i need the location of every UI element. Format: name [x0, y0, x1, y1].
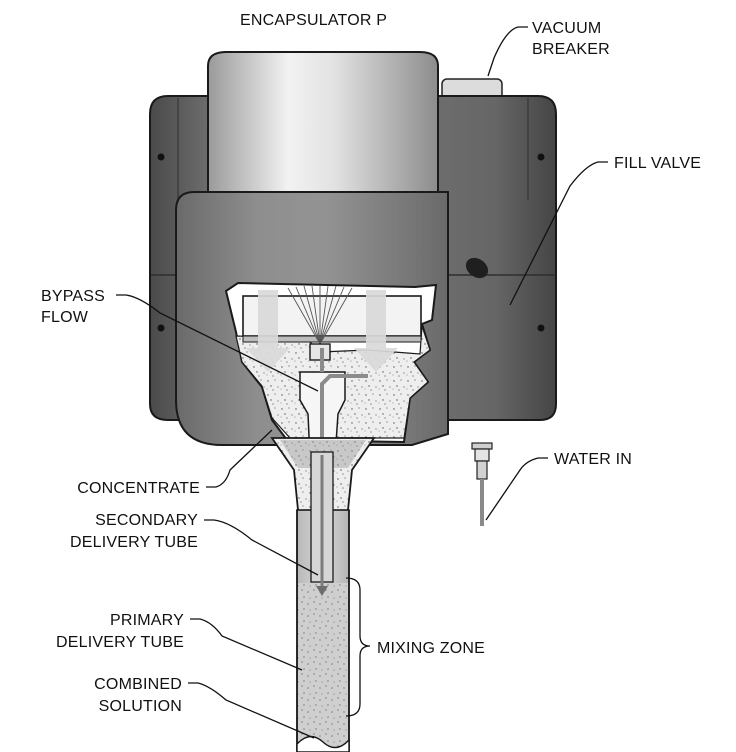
- combined-solution-label: COMBINED: [94, 676, 182, 693]
- water-in-leader: [485, 457, 548, 521]
- cutaway: [224, 281, 438, 580]
- primary-delivery-tube-label: PRIMARY: [110, 612, 184, 629]
- bypass-flow-label: BYPASS: [41, 288, 105, 305]
- secondary-delivery-tube-label-line2: DELIVERY TUBE: [70, 534, 198, 551]
- vacuum-breaker-label-line2: BREAKER: [532, 41, 610, 58]
- vacuum-breaker-leader: [487, 26, 528, 77]
- fill-valve-leader: [509, 161, 608, 306]
- screw: [537, 153, 545, 161]
- water-inlet-fitting: [471, 442, 493, 526]
- secondary-tube-leader: [204, 519, 319, 576]
- leader-lines: [116, 26, 608, 739]
- bypass-flow-label-line2: FLOW: [41, 309, 89, 326]
- delivery-tubes: [296, 451, 350, 752]
- vacuum-breaker-label: VACUUM: [532, 20, 601, 37]
- tube-break: [296, 735, 350, 752]
- primary-tube-leader: [190, 618, 303, 671]
- combined-solution-leader: [188, 682, 315, 739]
- outlet-arrowhead: [316, 586, 328, 596]
- fill-valve-label: FILL VALVE: [614, 155, 701, 172]
- top-cylinder: [207, 51, 439, 213]
- secondary-delivery-tube-label: SECONDARY: [95, 512, 198, 529]
- bypass-flow-leader: [116, 294, 319, 392]
- combined-solution-fill: [298, 583, 348, 752]
- screw: [537, 324, 545, 332]
- mixing-zone-brace: [345, 577, 371, 717]
- concentrate-label: CONCENTRATE: [77, 480, 200, 497]
- water-in-label: WATER IN: [554, 451, 632, 468]
- combined-solution-label-line2: SOLUTION: [99, 698, 182, 715]
- screw: [157, 324, 165, 332]
- fill-valve-knob: [465, 257, 489, 279]
- flow-arrow-left: [246, 290, 290, 372]
- primary-delivery-tube-label-line2: DELIVERY TUBE: [56, 634, 184, 651]
- flow-arrow-right: [354, 290, 398, 372]
- mixing-zone-label: MIXING ZONE: [377, 640, 485, 657]
- spray-fan: [287, 285, 353, 345]
- concentrate-leader: [206, 429, 273, 488]
- screw: [157, 153, 165, 161]
- labels: ENCAPSULATOR P VACUUM BREAKER FILL VALVE…: [41, 12, 701, 715]
- diagram-title: ENCAPSULATOR P: [240, 12, 387, 29]
